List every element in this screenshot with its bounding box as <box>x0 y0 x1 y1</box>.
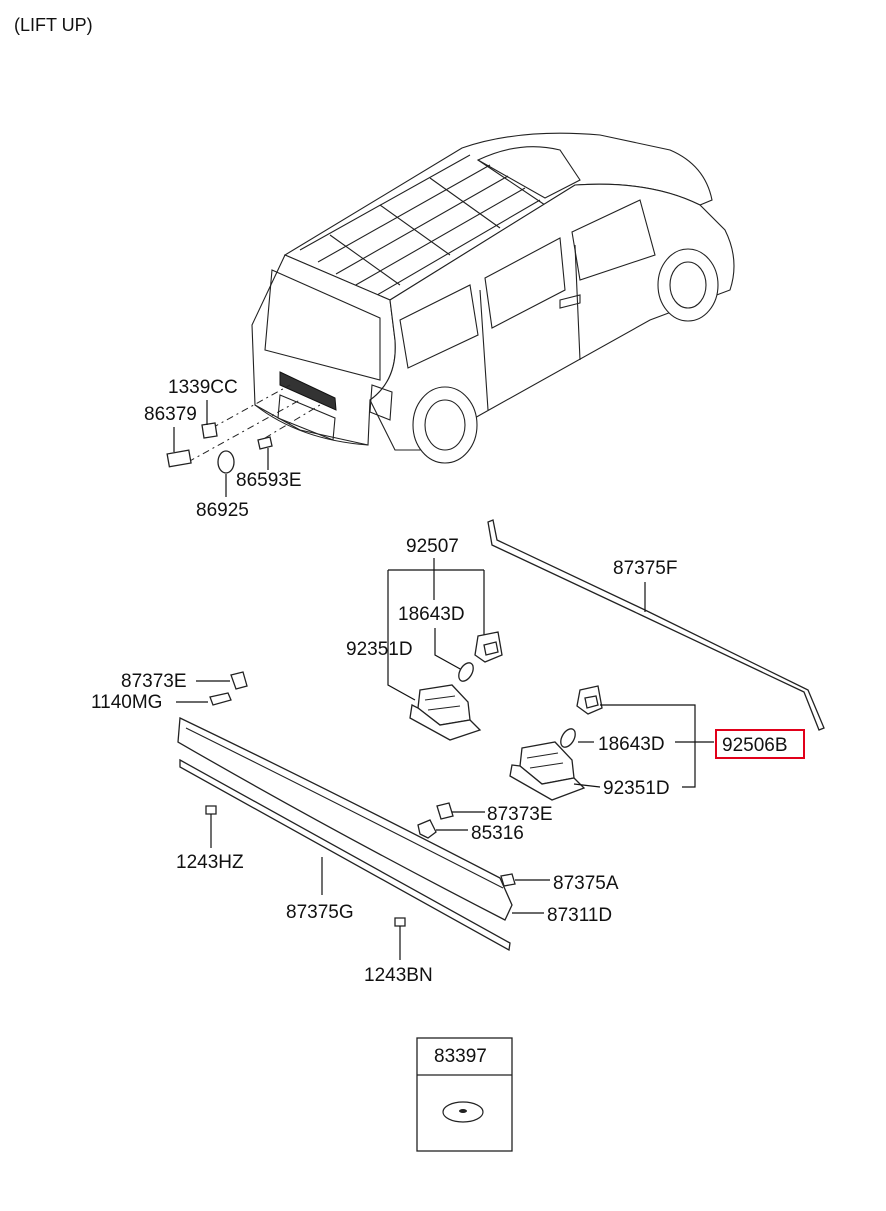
label-87311D: 87311D <box>547 905 612 926</box>
cap-86925-icon <box>217 450 235 474</box>
label-83397: 83397 <box>434 1046 487 1067</box>
label-1243BN: 1243BN <box>364 965 433 986</box>
label-92506B[interactable]: 92506B <box>722 735 788 756</box>
bulb-b-icon <box>560 728 576 748</box>
label-1243HZ: 1243HZ <box>176 852 244 873</box>
highlight-92506B <box>715 729 805 759</box>
label-1140MG: 1140MG <box>91 692 162 713</box>
fastener-1140MG-icon <box>209 692 232 706</box>
garnish-87311D-icon <box>177 717 513 921</box>
clip-87373E-a-icon <box>230 671 248 690</box>
small-parts-top <box>166 422 273 474</box>
lamp-92506B-assy <box>509 685 603 801</box>
nut-1339CC-icon <box>201 422 218 439</box>
label-18643D-b: 18643D <box>598 734 665 755</box>
label-92507: 92507 <box>406 536 459 557</box>
label-87375A: 87375A <box>553 873 619 894</box>
lamp-92507-assy <box>409 631 503 741</box>
label-86593E: 86593E <box>236 470 302 491</box>
clip-85316-icon <box>417 819 437 839</box>
label-86379: 86379 <box>144 404 197 425</box>
part-box-83397: 83397 <box>416 1037 513 1152</box>
screw-86593E-icon <box>257 436 273 450</box>
diagram-caption: (LIFT UP) <box>14 15 93 35</box>
label-87373E-a: 87373E <box>121 671 187 692</box>
vehicle-illustration <box>251 132 735 464</box>
seal-87375G-icon <box>179 758 511 952</box>
molding-87375F-icon <box>487 519 825 731</box>
label-87375G: 87375G <box>286 902 354 923</box>
bolt-1243BN-icon <box>394 917 406 944</box>
label-1339CC: 1339CC <box>168 377 238 398</box>
label-86925: 86925 <box>196 500 249 521</box>
label-92351D-b: 92351D <box>603 778 670 799</box>
clip-87375A-icon <box>500 873 516 887</box>
label-85316: 85316 <box>471 823 524 844</box>
label-92351D-a: 92351D <box>346 639 413 660</box>
plug-86379-icon <box>166 449 192 468</box>
bolt-1243HZ-icon <box>205 805 217 832</box>
label-18643D-a: 18643D <box>398 604 465 625</box>
label-87375F: 87375F <box>613 558 677 579</box>
clip-87373E-b-icon <box>436 802 454 820</box>
label-87373E-b: 87373E <box>487 804 553 825</box>
bulb-icon <box>458 662 474 682</box>
